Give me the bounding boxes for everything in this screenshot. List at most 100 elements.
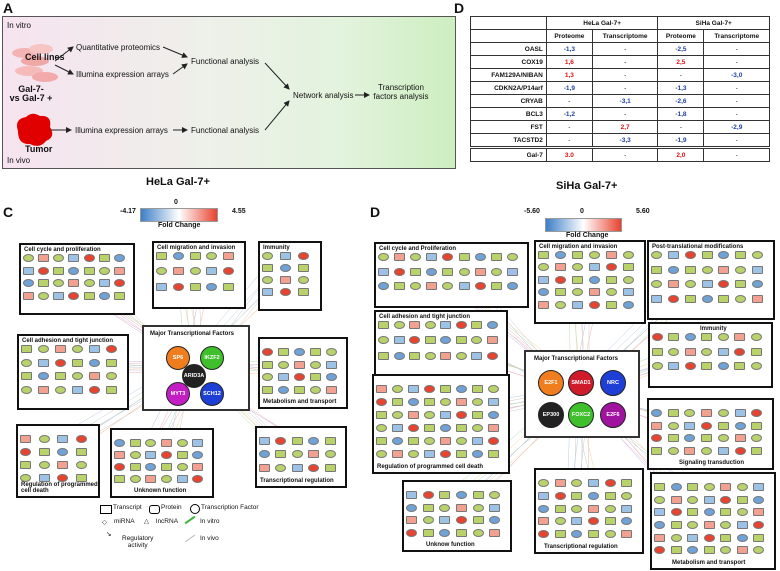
gene-node <box>604 491 616 500</box>
gene-node <box>735 265 747 274</box>
gene-node <box>326 348 337 356</box>
gene-node <box>554 517 566 526</box>
gene-node <box>55 372 66 380</box>
gene-node <box>752 280 764 288</box>
gene-node <box>554 491 566 500</box>
gene-node <box>440 398 451 406</box>
gene-node <box>717 333 729 341</box>
protein-transcript-table: HeLa Gal-7+ SiHa Gal-7+ Proteome Transcr… <box>470 16 770 162</box>
gene-node <box>378 336 389 345</box>
gene-node <box>262 373 273 381</box>
gene-node <box>687 521 699 529</box>
tf-node: SCH12 <box>200 382 224 406</box>
gene-node <box>426 267 438 276</box>
gene-node <box>53 291 65 300</box>
gene-node <box>717 421 729 430</box>
gene-name-cell: BCL3 <box>470 107 547 121</box>
cell-lines-icon <box>12 44 58 82</box>
gene-node <box>753 495 765 504</box>
panel-label-c: C <box>3 204 14 220</box>
gene-node <box>472 450 483 458</box>
gene-node <box>114 475 125 483</box>
gene-node <box>455 321 467 329</box>
gene-node <box>571 491 583 500</box>
value-cell: -1,2 <box>545 107 593 121</box>
tf-node: E2F6 <box>600 402 626 428</box>
gene-node <box>259 437 270 445</box>
workflow-panel: In vitro In vivo Cell lines Gal-7- vs Ga… <box>2 16 456 169</box>
gene-node <box>113 291 125 300</box>
gene-node <box>424 437 435 445</box>
gene-node <box>667 434 679 442</box>
gene-node <box>456 385 467 393</box>
gene-node <box>458 282 470 291</box>
gene-node <box>176 451 188 459</box>
gene-node <box>753 521 765 529</box>
gene-node <box>192 439 204 447</box>
gene-node <box>89 345 100 353</box>
gene-node <box>684 446 696 455</box>
gene-node <box>735 280 747 288</box>
gene-node <box>654 508 665 517</box>
gene-node <box>589 288 600 297</box>
gene-node <box>458 253 470 261</box>
gene-node <box>734 333 746 341</box>
gene-node <box>23 291 34 300</box>
gene-node <box>406 528 417 537</box>
gene-node <box>623 251 634 259</box>
gene-node <box>53 266 65 275</box>
gene-node <box>703 546 715 555</box>
gene-node <box>113 279 125 287</box>
gene-node <box>652 333 663 341</box>
gene-node <box>440 385 451 393</box>
gene-node <box>571 479 583 487</box>
gene-node <box>670 495 682 504</box>
gene-node <box>442 253 454 261</box>
gene-node <box>751 421 763 430</box>
box-title: Regulation of programmed cell death <box>21 482 98 494</box>
gene-node <box>376 411 387 419</box>
gene-node <box>651 280 662 288</box>
gene-node <box>667 251 679 259</box>
gene-node <box>538 275 549 284</box>
gene-node <box>489 516 501 524</box>
gene-node <box>156 252 167 260</box>
gene-node <box>720 533 732 542</box>
gene-node <box>490 282 502 291</box>
value-cell: - <box>591 68 659 82</box>
gene-node <box>717 446 729 455</box>
gene-node <box>486 321 498 329</box>
gene-node <box>280 252 291 260</box>
gene-node <box>455 336 467 345</box>
gene-node <box>176 463 188 471</box>
box-title: Immunity <box>700 326 727 332</box>
gene-node <box>717 362 729 371</box>
siha-scale-label: Fold Change <box>566 232 609 239</box>
gene-node <box>223 267 235 276</box>
gene-node <box>38 254 50 262</box>
tf-node: FOXC2 <box>568 402 594 428</box>
gene-node <box>393 351 405 360</box>
gene-node <box>129 475 141 483</box>
gene-node <box>752 265 764 274</box>
gene-node <box>701 280 713 288</box>
gene-node <box>308 450 320 459</box>
gene-node <box>262 252 273 260</box>
group-header-hela: HeLa Gal-7+ <box>545 16 659 30</box>
gene-node <box>291 437 303 445</box>
gene-node <box>506 282 518 291</box>
gene-node <box>408 437 419 445</box>
gene-node <box>684 421 696 430</box>
value-cell: -2,6 <box>657 94 705 108</box>
gene-node <box>621 491 633 500</box>
gene-node <box>623 275 634 284</box>
gene-node <box>38 474 50 482</box>
table-corner <box>470 16 547 30</box>
value-cell: -3,3 <box>591 133 659 148</box>
gene-node <box>72 358 83 367</box>
gene-node <box>38 435 50 443</box>
legend-in-vivo: In vivo <box>200 535 219 542</box>
gene-node <box>38 266 50 275</box>
gene-node <box>298 288 309 296</box>
gene-node <box>426 253 438 261</box>
